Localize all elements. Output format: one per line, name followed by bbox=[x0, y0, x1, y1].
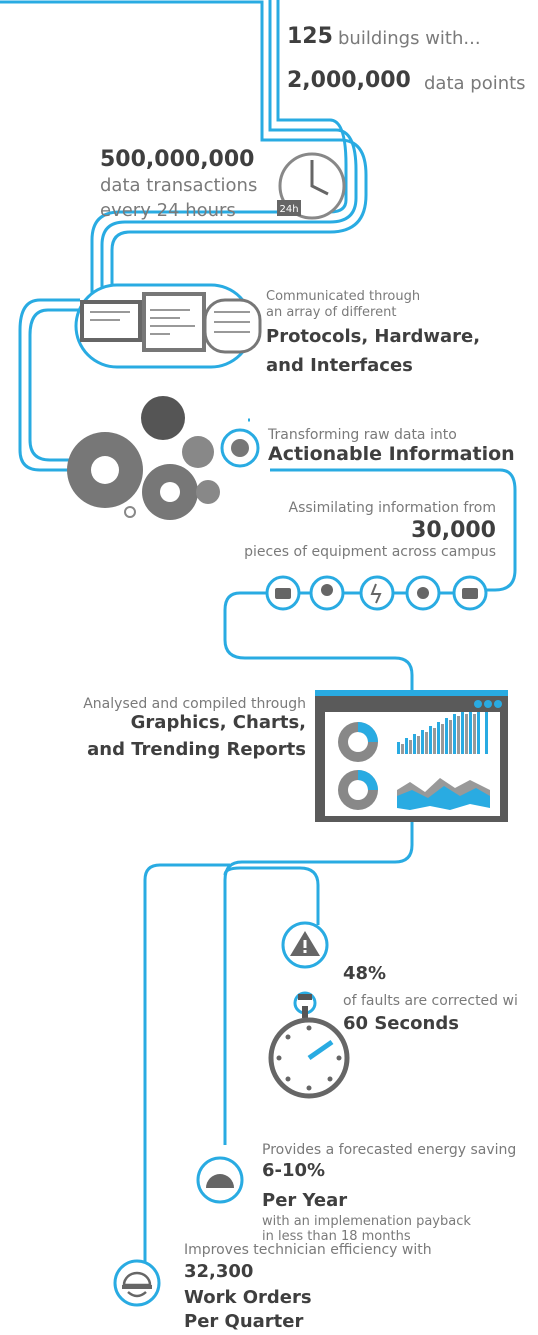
technician-number: 32,300 bbox=[184, 1261, 254, 1282]
faults-percent: 48% bbox=[343, 963, 387, 984]
protocols-bold-2: and Interfaces bbox=[266, 355, 413, 376]
analysis-bold-1: Graphics, Charts, bbox=[130, 712, 306, 733]
faults-text: of faults are corrected wi bbox=[343, 993, 518, 1009]
datapoints-number: 2,000,000 bbox=[287, 68, 411, 93]
technician-bold-2: Per Quarter bbox=[184, 1311, 304, 1332]
transform-bold: Actionable Information bbox=[268, 443, 515, 465]
transform-intro: Transforming raw data into bbox=[268, 427, 457, 443]
clock-badge: 24h bbox=[279, 204, 298, 215]
stopwatch-icon bbox=[268, 991, 350, 1099]
transactions-line2: every 24 hours bbox=[100, 200, 236, 221]
buildings-number: 125 bbox=[287, 24, 333, 49]
protocols-bold-1: Protocols, Hardware, bbox=[266, 326, 481, 347]
analysis-intro: Analysed and compiled through bbox=[83, 696, 306, 712]
flow-lines bbox=[0, 0, 517, 1262]
monitor-icon bbox=[315, 690, 508, 822]
clock-icon: 24h bbox=[277, 152, 346, 220]
technician-bold-1: Work Orders bbox=[184, 1287, 312, 1308]
equipment-outro: pieces of equipment across campus bbox=[244, 544, 496, 560]
energy-range: 6-10% bbox=[262, 1160, 326, 1181]
equipment-number: 30,000 bbox=[411, 518, 496, 543]
server-icon bbox=[74, 283, 262, 369]
transactions-line1: data transactions bbox=[100, 175, 258, 196]
energy-bold: Per Year bbox=[262, 1190, 348, 1211]
protocols-intro-1: Communicated through bbox=[266, 289, 421, 304]
transactions-number: 500,000,000 bbox=[100, 147, 255, 172]
equipment-intro: Assimilating information from bbox=[288, 500, 496, 516]
buildings-text: buildings with... bbox=[338, 28, 481, 49]
energy-note-2: in less than 18 months bbox=[262, 1229, 411, 1244]
energy-intro: Provides a forecasted energy saving bbox=[262, 1142, 517, 1158]
protocols-intro-2: an array of different bbox=[266, 305, 397, 320]
helmet-icon bbox=[113, 1259, 161, 1307]
analysis-bold-2: and Trending Reports bbox=[87, 739, 306, 760]
energy-note-1: with an implemenation payback bbox=[262, 1214, 471, 1229]
datapoints-text: data points bbox=[424, 73, 526, 94]
warning-icon bbox=[281, 921, 329, 969]
technician-intro: Improves technician efficiency with bbox=[184, 1242, 432, 1258]
gauge-icon bbox=[196, 1156, 244, 1204]
gear-icon bbox=[67, 396, 260, 520]
faults-bold: 60 Seconds bbox=[343, 1013, 459, 1034]
